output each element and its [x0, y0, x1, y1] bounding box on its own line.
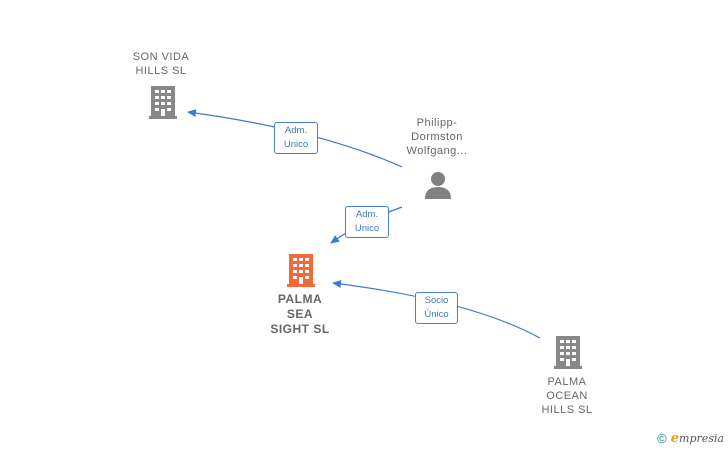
edge-label-socio-unico[interactable]: Socio Único [415, 292, 458, 324]
node-label-palma-ocean[interactable]: PALMA OCEAN HILLS SL [541, 376, 593, 416]
building-icon[interactable] [552, 334, 584, 370]
node-label-philipp[interactable]: Philipp- Dormston Wolfgang... [406, 117, 468, 157]
footer-branding: © empresia [657, 431, 724, 446]
brand-logo: empresia [670, 431, 724, 446]
edge-label-adm-unico-son-vida[interactable]: Adm. Unico [274, 122, 318, 154]
person-icon[interactable] [422, 170, 454, 200]
copyright-symbol: © [657, 431, 667, 446]
building-icon[interactable] [147, 84, 179, 120]
building-icon[interactable] [285, 252, 317, 288]
node-label-son-vida[interactable]: SON VIDA HILLS SL [132, 51, 190, 77]
node-label-palma-sea[interactable]: PALMA SEA SIGHT SL [270, 292, 330, 336]
edge-label-adm-unico-palma-sea[interactable]: Adm. Unico [345, 206, 389, 238]
